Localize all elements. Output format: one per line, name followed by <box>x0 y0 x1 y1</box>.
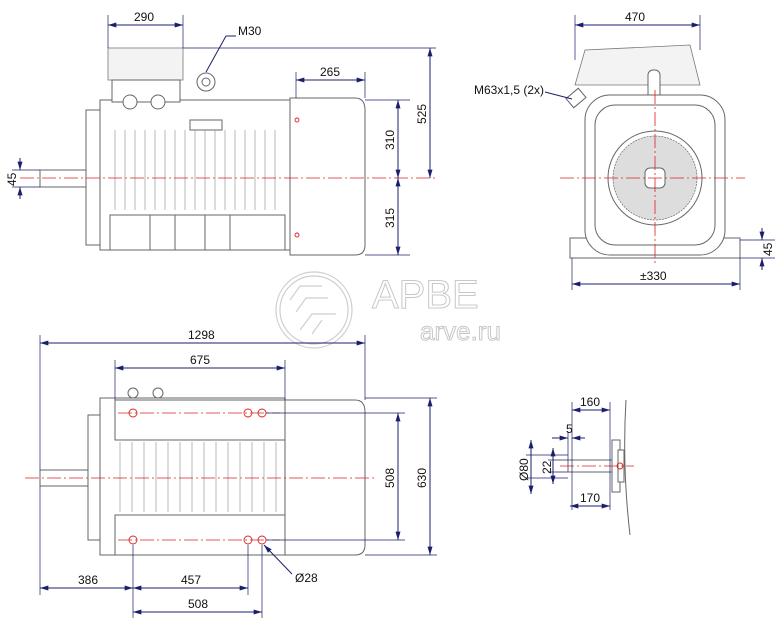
plan-view: 1298 675 508 630 386 457 508 Ø28 <box>25 328 437 618</box>
dim-hole-spacing-1: 457 <box>181 573 201 587</box>
dim-total-width: 630 <box>415 468 429 488</box>
hole-diameter-label: Ø28 <box>295 571 318 585</box>
shaft-detail: 160 5 Ø80 22 170 <box>517 395 634 536</box>
dim-foot-height: 45 <box>761 242 775 256</box>
watermark-brand: АРВЕ <box>372 273 479 317</box>
cooling-fins <box>114 130 276 210</box>
plan-fins <box>119 442 277 512</box>
cable-gland-label: M63x1,5 (2x) <box>474 83 544 97</box>
mounting-holes <box>118 408 280 545</box>
dim-total-length: 1298 <box>188 328 215 342</box>
dim-hole-spacing-vertical: 508 <box>383 468 397 488</box>
dim-front-width: 470 <box>625 10 645 24</box>
dim-shaft-to-hole: 386 <box>78 573 98 587</box>
front-view: 470 M63x1,5 (2x) ±330 45 <box>474 10 775 290</box>
dim-key-width: 22 <box>540 460 554 474</box>
dim-key-length: 160 <box>580 395 600 409</box>
dim-shaft-key: 45 <box>5 172 19 186</box>
dim-body-length: 675 <box>190 353 210 367</box>
dim-hole-spacing-2: 508 <box>188 597 208 611</box>
dim-total-height: 525 <box>415 104 429 124</box>
dim-shaft-length: 170 <box>580 491 600 505</box>
watermark-logo: АРВЕ arve.ru <box>275 271 501 349</box>
dim-top-height: 310 <box>383 130 397 150</box>
dim-shaft-height: 315 <box>383 208 397 228</box>
dim-fan-cowl: 265 <box>320 65 340 79</box>
dim-feet-spacing: ±330 <box>640 269 667 283</box>
dim-shaft-diameter: Ø80 <box>517 458 531 481</box>
eyebolt-label: M30 <box>238 24 262 38</box>
dim-key-offset: 5 <box>566 422 573 436</box>
dim-terminal-box: 290 <box>134 10 154 24</box>
watermark-site: arve.ru <box>420 316 501 346</box>
side-view: 290 M30 265 525 310 315 45 <box>5 10 436 256</box>
